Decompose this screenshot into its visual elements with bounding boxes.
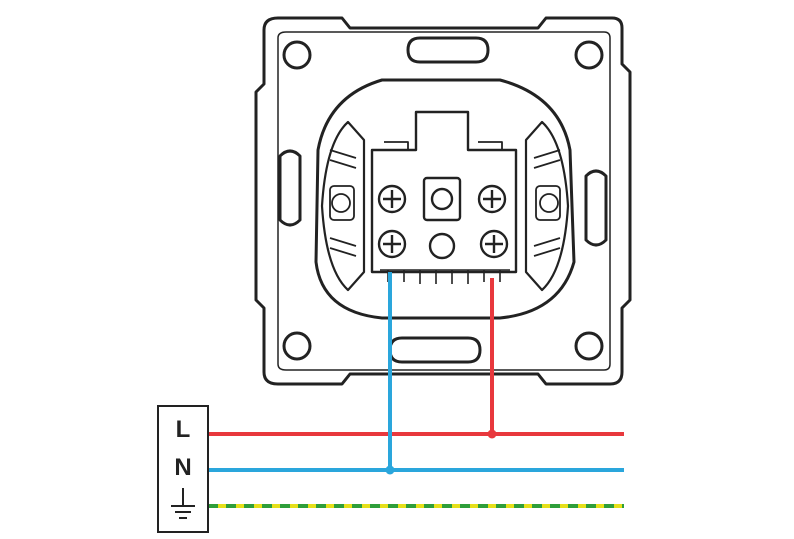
screw-upper-left xyxy=(377,184,407,214)
screw-lower-left xyxy=(377,229,407,259)
slot-right xyxy=(584,169,608,247)
mounting-frame xyxy=(254,16,632,386)
frame-outline xyxy=(254,16,632,386)
right-clamp-housing xyxy=(524,120,570,292)
earth-contact xyxy=(422,176,462,222)
frame-inner-edge xyxy=(277,31,611,371)
corner-hole-bottom-left xyxy=(282,331,312,361)
line-junction-dot xyxy=(487,429,497,439)
left-clamp xyxy=(329,149,357,257)
module-body xyxy=(314,78,576,320)
center-pin-hole xyxy=(428,232,456,260)
slot-left xyxy=(278,149,302,227)
terminal-tabs xyxy=(384,141,503,150)
neutral-junction-dot xyxy=(385,465,395,475)
right-clamp xyxy=(533,149,561,257)
supply-legend: L N xyxy=(157,405,209,533)
socket-module xyxy=(314,78,576,320)
line-label: L xyxy=(176,416,191,443)
screw-lower-right xyxy=(479,229,509,259)
screw-upper-right xyxy=(477,184,507,214)
wires xyxy=(208,272,624,508)
corner-hole-bottom-right xyxy=(574,331,604,361)
earth-contact-screw xyxy=(430,187,454,211)
left-clamp-housing xyxy=(320,120,366,292)
corner-hole-top-right xyxy=(574,40,604,70)
neutral-label: N xyxy=(174,454,191,481)
earth-ground-icon xyxy=(171,488,195,519)
slot-bottom xyxy=(388,336,482,364)
slot-top xyxy=(406,36,490,64)
corner-hole-top-left xyxy=(282,40,312,70)
